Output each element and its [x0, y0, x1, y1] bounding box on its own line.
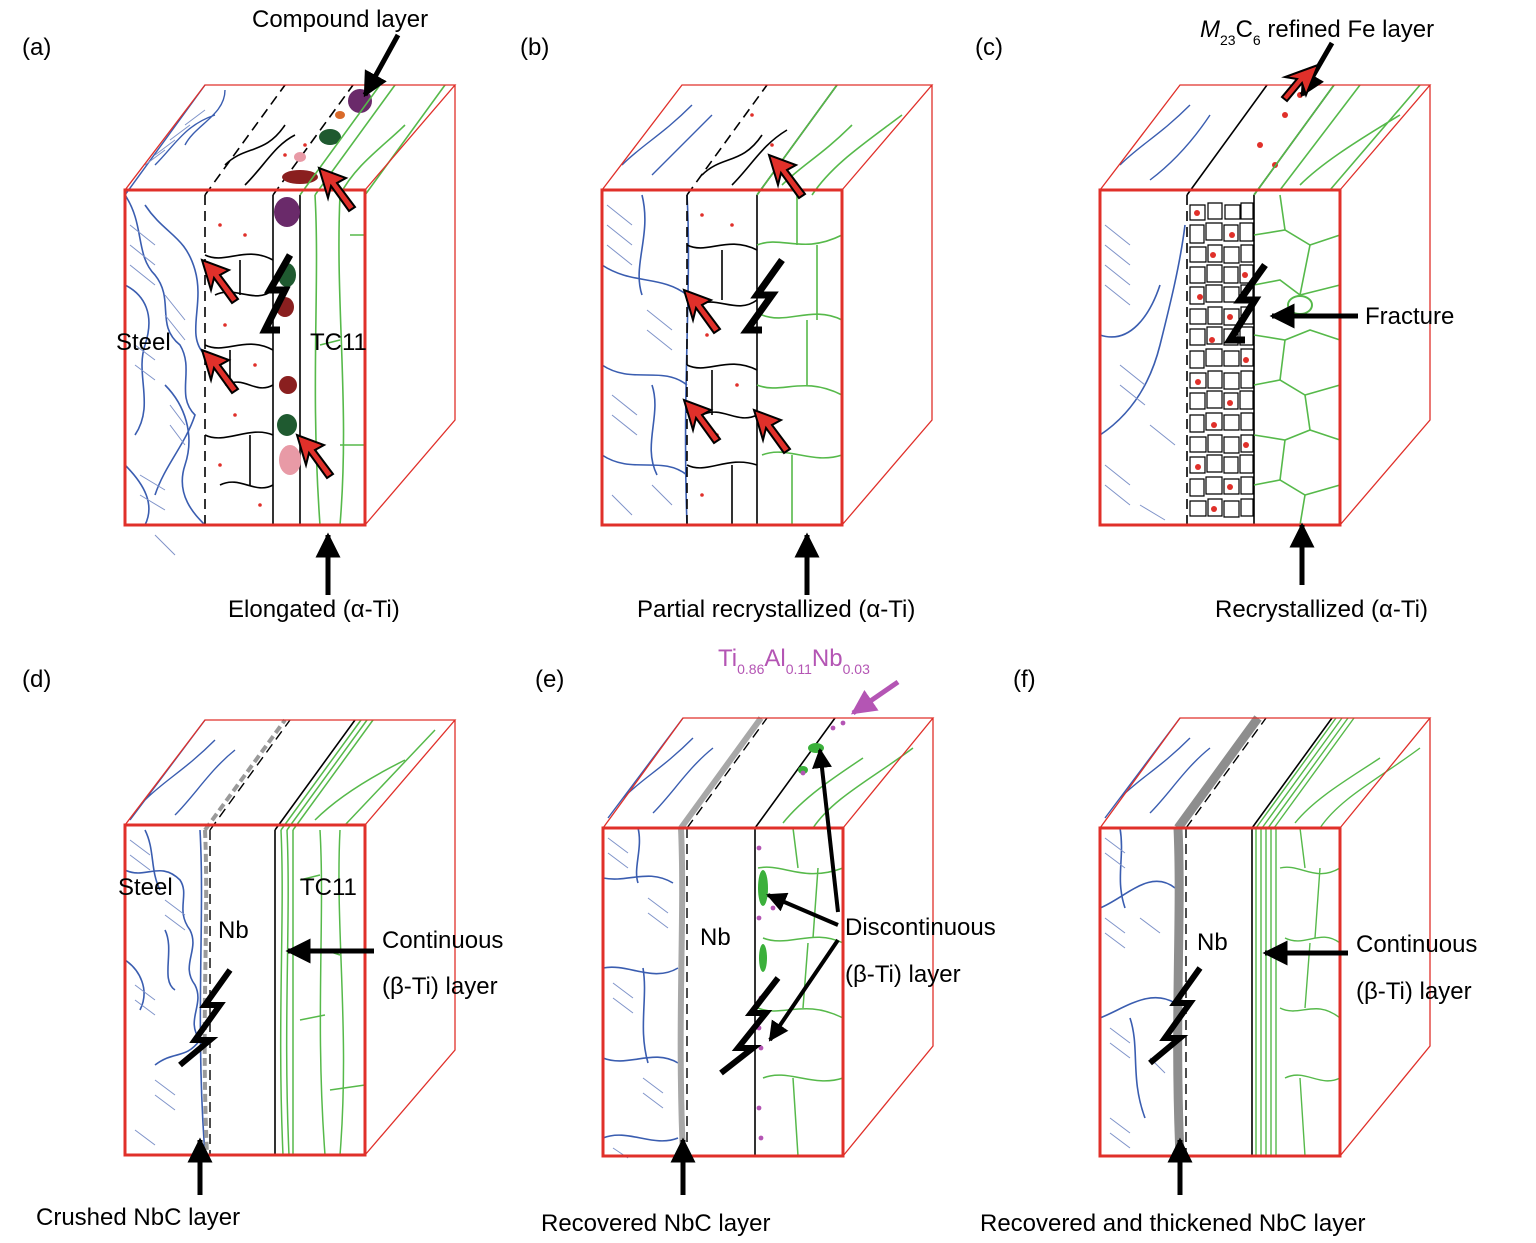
tc11-label-d: TC11: [300, 874, 357, 901]
panel-f-label: (f): [1013, 666, 1036, 693]
beta-ti-label-e: (β-Ti) layer: [845, 961, 961, 988]
compound-layer-arrow: [362, 33, 401, 98]
panel-b-label: (b): [520, 34, 549, 61]
continuous-label-f: Continuous: [1356, 931, 1477, 958]
panel-c: [1098, 84, 1432, 527]
discontinuous-arrow-top: [812, 748, 840, 913]
panel-a: [123, 84, 457, 556]
panel-e-label: (e): [535, 666, 564, 693]
discontinuous-label: Discontinuous: [845, 914, 996, 941]
beta-ti-label-d: (β-Ti) layer: [382, 973, 498, 1000]
partial-recrystallized-label: Partial recrystallized (α-Ti): [637, 596, 915, 623]
tc11-label-a: TC11: [310, 329, 367, 356]
elongated-label: Elongated (α-Ti): [228, 596, 400, 623]
panel-d-label: (d): [22, 666, 51, 693]
nb-label-e: Nb: [700, 924, 731, 951]
panel-e: [601, 716, 935, 1159]
panel-d: [123, 718, 457, 1157]
compound-layer-label: Compound layer: [252, 6, 428, 33]
continuous-label-d: Continuous: [382, 927, 503, 954]
panel-b: [600, 84, 934, 527]
recrystallized-label: Recrystallized (α-Ti): [1215, 596, 1428, 623]
panel-c-label: (c): [975, 34, 1003, 61]
nb-label-d: Nb: [218, 917, 249, 944]
panel-a-label: (a): [22, 34, 51, 61]
beta-ti-label-f: (β-Ti) layer: [1356, 978, 1472, 1005]
fracture-label: Fracture: [1365, 303, 1454, 330]
discontinuous-arrow-mid: [766, 892, 839, 927]
recovered-nbc-label: Recovered NbC layer: [541, 1210, 770, 1237]
panel-f: [1098, 715, 1432, 1158]
crushed-nbc-label: Crushed NbC layer: [36, 1204, 240, 1231]
discontinuous-arrow-bottom: [768, 938, 840, 1042]
m23c6-label: M23C6 refined Fe layer: [1200, 16, 1434, 48]
ti-al-nb-label: Ti0.86Al0.11Nb0.03: [718, 645, 870, 677]
ti-al-nb-arrow: [850, 679, 900, 716]
thickened-nbc-label: Recovered and thickened NbC layer: [980, 1210, 1366, 1237]
nb-label-f: Nb: [1197, 929, 1228, 956]
steel-label-d: Steel: [118, 874, 173, 901]
steel-label-a: Steel: [116, 329, 171, 356]
